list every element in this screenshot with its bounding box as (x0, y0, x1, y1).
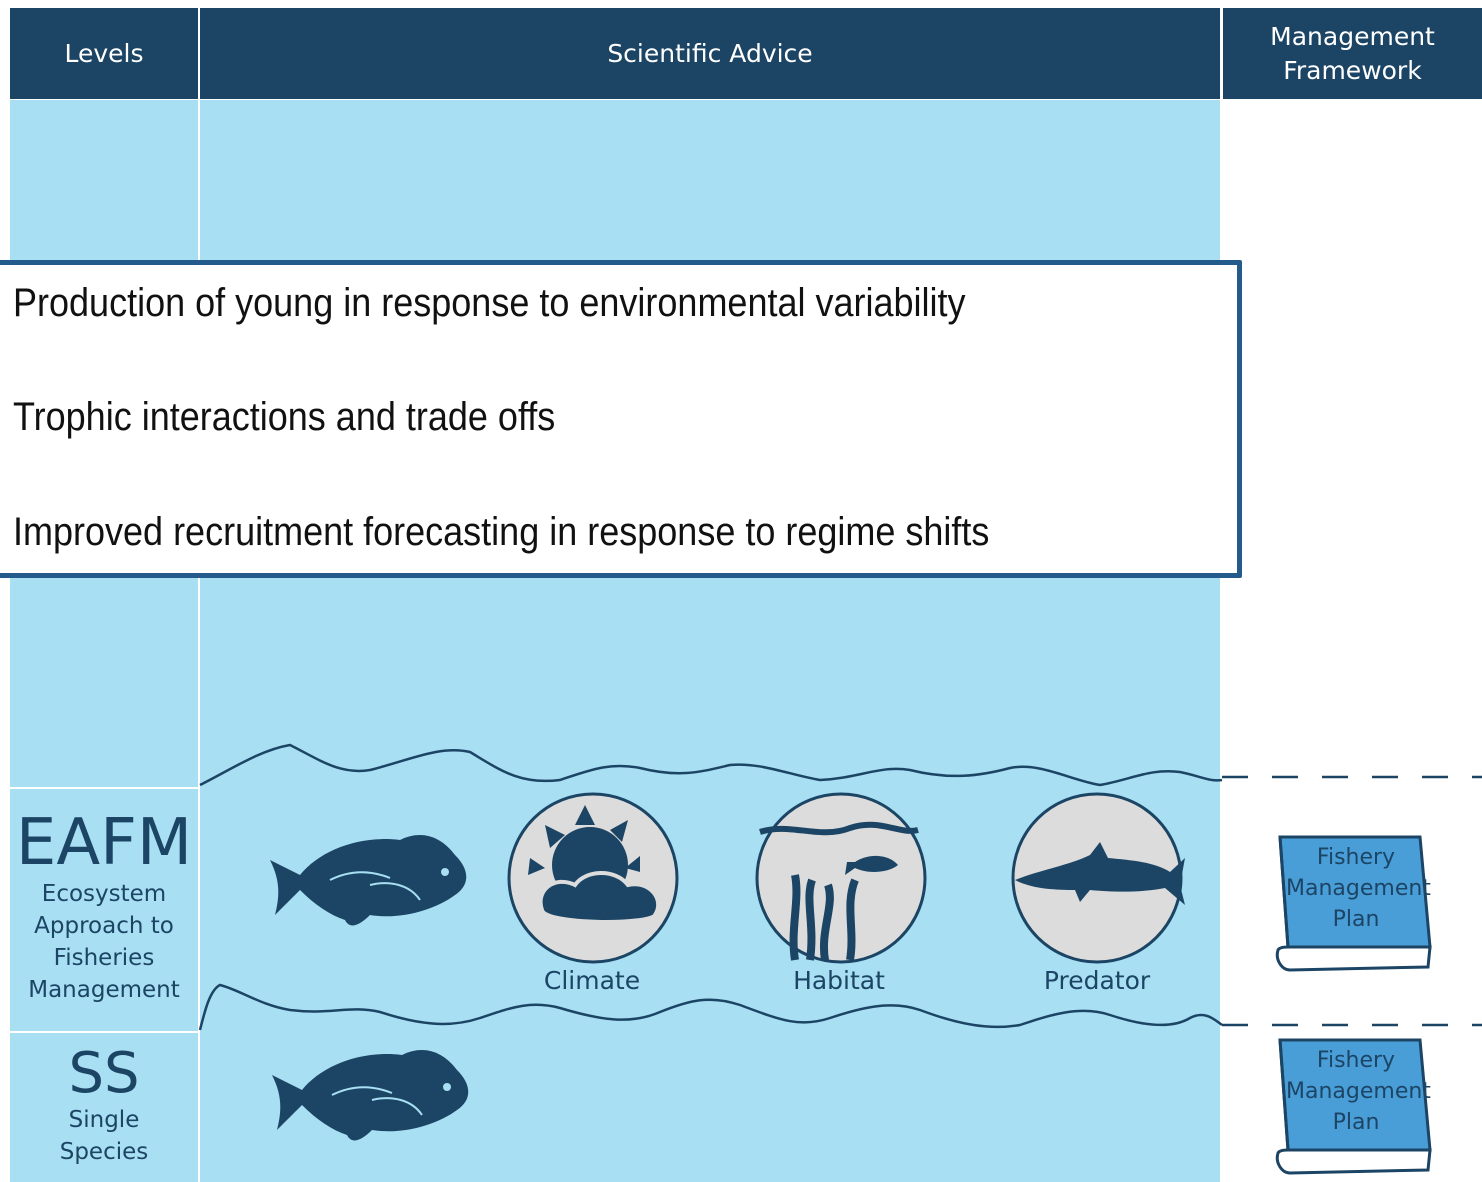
upper-wave-line (199, 743, 1223, 787)
header-scientific-advice-label: Scientific Advice (607, 38, 813, 68)
eafm-line: Management (28, 977, 180, 1003)
habitat-circle-icon (755, 792, 927, 964)
fish-icon (270, 835, 467, 926)
predator-label: Predator (1043, 966, 1151, 995)
book-label-line: Fishery (1316, 1048, 1396, 1073)
book-label: Fishery Management Plan (1286, 842, 1431, 935)
book-label-line: Plan (1332, 1110, 1380, 1135)
fish-icon (272, 1050, 469, 1141)
header-management-framework: Management Framework (1223, 8, 1482, 99)
eafm-abbreviation: EAFM (15, 806, 193, 880)
book-icon (1275, 1038, 1432, 1175)
ss-line: Species (59, 1139, 149, 1165)
lower-wave-line (198, 983, 1223, 1031)
climate-circle-icon (507, 792, 679, 964)
eafm-description: Ecosystem Approach to Fisheries Manageme… (10, 878, 198, 1006)
ss-line: Single (68, 1107, 140, 1133)
overlay-item: Production of young in response to envir… (13, 281, 966, 325)
header-levels: Levels (10, 8, 198, 99)
levels-ss-cell (10, 1033, 198, 1182)
book-label-line: Management (1286, 876, 1431, 901)
ss-description: Single Species (10, 1104, 198, 1168)
header-management-line1: Management (1270, 21, 1435, 51)
overlay-item: Trophic interactions and trade offs (13, 395, 556, 439)
book-label-line: Fishery (1316, 845, 1396, 870)
book-label: Fishery Management Plan (1286, 1045, 1431, 1138)
ss-abbreviation: SS (68, 1041, 140, 1106)
book-label-line: Plan (1332, 907, 1380, 932)
header-levels-label: Levels (64, 38, 144, 68)
eafm-line: Approach to (34, 913, 174, 939)
book-icon (1275, 835, 1432, 972)
habitat-label: Habitat (793, 966, 885, 995)
overlay-text-box: Production of young in response to envir… (0, 260, 1242, 578)
header-management-line2: Framework (1283, 55, 1422, 85)
overlay-item: Improved recruitment forecasting in resp… (13, 510, 990, 554)
eafm-line: Ecosystem (41, 881, 167, 907)
book-label-line: Management (1286, 1079, 1431, 1104)
climate-label: Climate (543, 966, 641, 995)
header-scientific-advice: Scientific Advice (200, 8, 1220, 99)
eafm-line: Fisheries (53, 945, 155, 971)
levels-eafm-cell (10, 789, 198, 1031)
predator-circle-icon (1011, 792, 1185, 964)
